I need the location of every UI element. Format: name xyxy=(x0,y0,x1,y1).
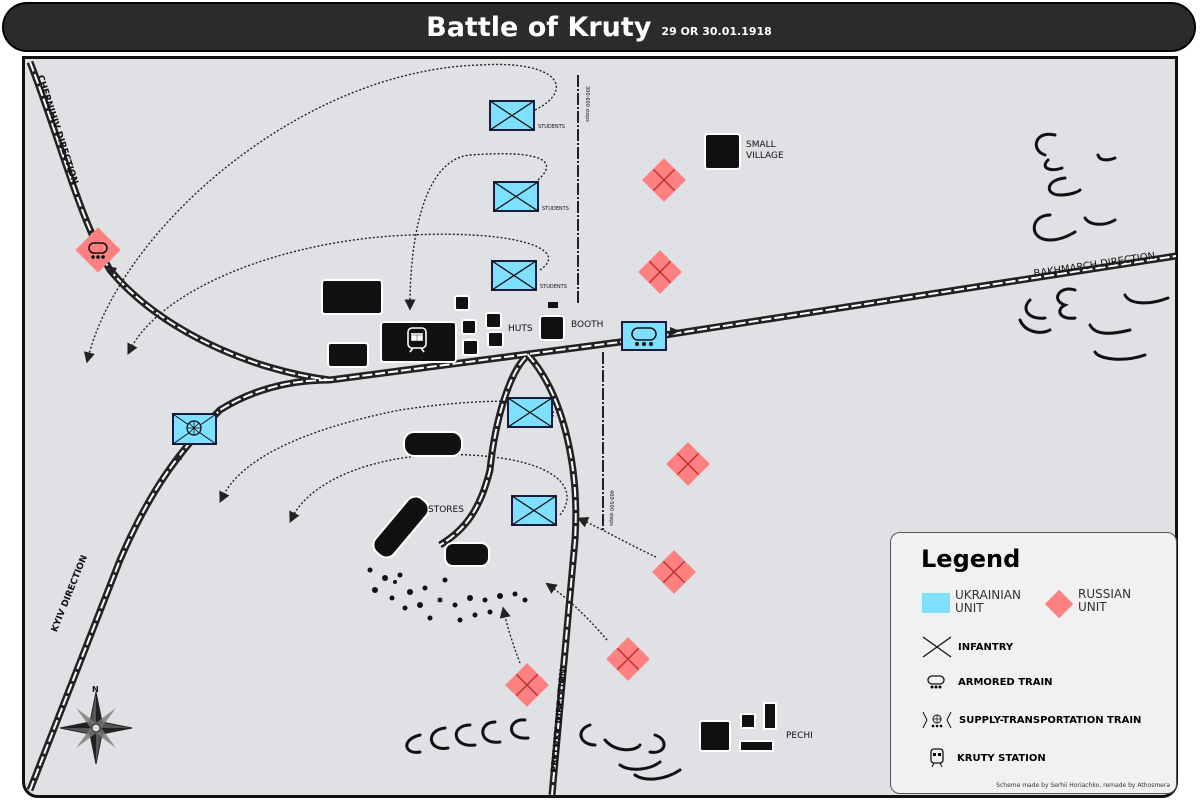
legend-item-infantry: INFANTRY xyxy=(922,636,1013,658)
label-students-3: STUDENTS xyxy=(540,284,567,290)
compass-north-label: N xyxy=(92,685,99,694)
russian-armored-train xyxy=(75,227,121,273)
legend-label: INFANTRY xyxy=(958,641,1014,653)
legend-item-armored-train: ARMORED TRAIN xyxy=(926,674,1053,690)
booth-chimney xyxy=(548,302,558,308)
legend-label: SUPPLY-TRANSPORTATION TRAIN xyxy=(959,714,1142,726)
label-small-village: SMALL VILLAGE xyxy=(746,140,784,161)
supply-train-icon xyxy=(922,711,952,729)
map-title: Battle of Kruty xyxy=(426,11,652,43)
legend: Legend UKRAINIAN UNIT RUSSIAN UNIT INFAN… xyxy=(890,532,1177,794)
legend-ukrainian-unit: UKRAINIAN UNIT xyxy=(955,588,1021,615)
map-date: 29 OR 30.01.1918 xyxy=(661,24,772,38)
label-distance-south: 400-500 steps xyxy=(608,490,614,526)
buildings xyxy=(321,133,777,752)
russian-unit-swatch xyxy=(1044,589,1074,619)
label-huts: HUTS xyxy=(508,324,533,334)
russian-units xyxy=(505,158,710,707)
station-icon xyxy=(407,327,427,353)
label-booth: BOOTH xyxy=(571,320,604,330)
forest-squiggles xyxy=(405,132,1170,781)
ukrainian-armored-train xyxy=(621,321,667,351)
label-students-2: STUDENTS xyxy=(542,206,569,212)
armored-train-icon xyxy=(927,675,945,689)
compass-rose xyxy=(59,691,133,765)
credit: Scheme made by Serhii Horiachko, remade … xyxy=(996,782,1170,789)
train-arrows xyxy=(107,266,680,460)
station-icon xyxy=(930,748,944,768)
legend-russian-unit: RUSSIAN UNIT xyxy=(1078,587,1132,614)
label-stores: STORES xyxy=(428,505,464,515)
label-students-1: STUDENTS xyxy=(538,124,565,130)
legend-label: KRUTY STATION xyxy=(957,752,1046,764)
movement-arrows xyxy=(83,63,657,664)
label-pechi: PECHI xyxy=(786,731,813,741)
label-distance-north: 300-600 steps xyxy=(584,86,590,122)
ukrainian-unit-swatch xyxy=(922,593,950,613)
legend-item-station: KRUTY STATION xyxy=(929,748,1046,768)
infantry-icon xyxy=(922,636,952,658)
legend-label: ARMORED TRAIN xyxy=(958,676,1053,688)
ukrainian-supply-train xyxy=(172,413,217,445)
bushes xyxy=(367,567,528,623)
distance-lines xyxy=(577,75,604,530)
legend-title: Legend xyxy=(921,545,1021,573)
legend-item-supply-train: SUPPLY-TRANSPORTATION TRAIN xyxy=(921,710,1141,730)
title-bar: Battle of Kruty 29 OR 30.01.1918 xyxy=(2,2,1196,52)
